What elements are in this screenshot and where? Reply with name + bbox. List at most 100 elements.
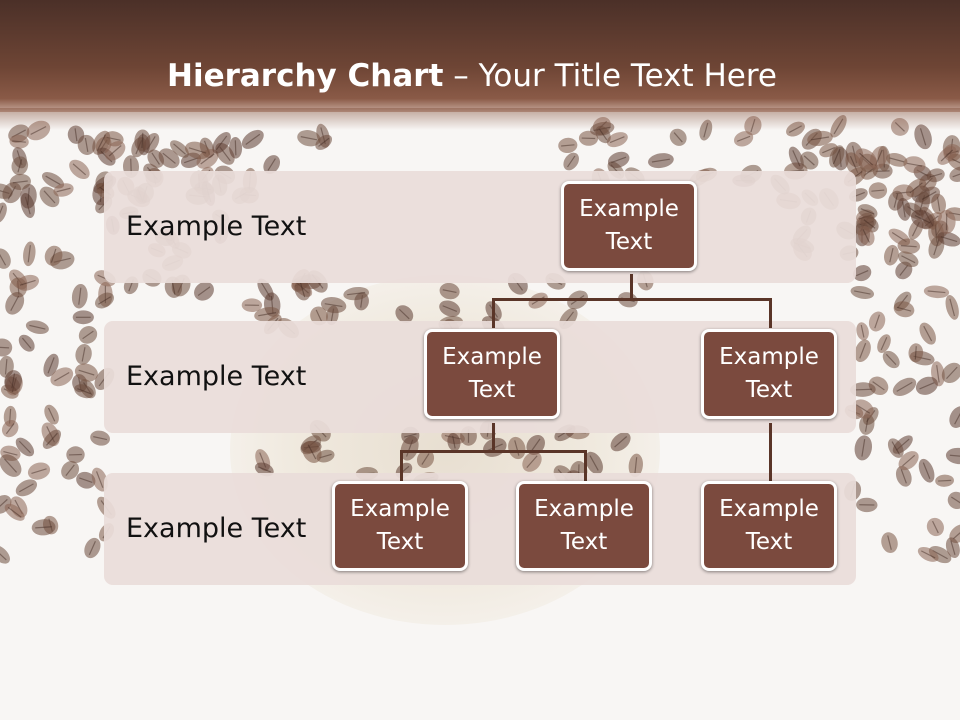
coffee-bean-crease — [929, 172, 943, 178]
coffee-bean-crease — [919, 382, 935, 390]
coffee-bean — [949, 524, 960, 544]
coffee-bean-crease — [889, 157, 905, 163]
coffee-bean-crease — [300, 136, 318, 141]
coffee-bean — [4, 503, 25, 521]
coffee-bean-crease — [307, 444, 317, 460]
coffee-bean-crease — [896, 306, 912, 312]
coffee-bean-crease — [932, 520, 939, 534]
coffee-bean-crease — [919, 128, 927, 146]
coffee-bean — [84, 537, 101, 559]
coffee-bean-crease — [936, 365, 940, 383]
coffee-bean — [15, 437, 35, 457]
coffee-bean-crease — [863, 219, 876, 229]
coffee-bean-crease — [634, 457, 638, 474]
coffee-bean-crease — [93, 436, 108, 441]
coffee-bean-crease — [398, 308, 410, 320]
coffee-bean-crease — [74, 128, 78, 142]
coffee-bean — [941, 362, 960, 384]
connector-to-level2-right — [769, 298, 772, 328]
coffee-bean — [856, 497, 878, 513]
coffee-bean — [949, 406, 960, 428]
coffee-bean — [71, 283, 88, 309]
coffee-bean-crease — [0, 498, 8, 510]
coffee-bean-crease — [920, 550, 936, 559]
coffee-bean-crease — [299, 282, 306, 298]
coffee-bean-crease — [861, 439, 866, 457]
coffee-bean-crease — [933, 239, 940, 256]
coffee-bean — [897, 251, 919, 268]
coffee-bean — [90, 430, 111, 446]
coffee-bean-crease — [200, 153, 215, 165]
connector-to-level3-left-b — [584, 450, 587, 481]
node-level3-right: Example Text — [701, 481, 837, 571]
coffee-bean-crease — [949, 298, 956, 317]
coffee-bean — [733, 131, 754, 147]
coffee-bean — [585, 451, 603, 475]
coffee-bean — [881, 532, 898, 553]
coffee-bean-crease — [864, 417, 869, 432]
coffee-bean-crease — [589, 455, 599, 471]
coffee-bean — [294, 279, 311, 301]
coffee-bean-crease — [0, 205, 4, 221]
node-root: Example Text — [561, 181, 697, 271]
coffee-bean-crease — [874, 314, 881, 329]
coffee-bean — [76, 471, 96, 489]
coffee-bean-crease — [21, 337, 32, 349]
coffee-bean-crease — [4, 359, 8, 375]
coffee-bean-crease — [319, 453, 332, 459]
coffee-bean — [595, 125, 611, 144]
coffee-bean-crease — [598, 128, 608, 141]
coffee-bean — [855, 148, 878, 170]
coffee-bean-crease — [921, 191, 937, 200]
coffee-bean-crease — [0, 346, 10, 349]
coffee-bean — [134, 129, 151, 152]
coffee-bean-crease — [98, 296, 111, 305]
coffee-bean — [69, 159, 90, 180]
coffee-bean-crease — [952, 528, 960, 540]
slide-title: Hierarchy Chart – Your Title Text Here — [0, 54, 944, 98]
coffee-bean-crease — [183, 157, 199, 164]
coffee-bean-crease — [245, 133, 261, 145]
coffee-bean — [94, 292, 115, 309]
coffee-bean — [854, 339, 871, 363]
coffee-bean — [31, 519, 56, 536]
coffee-bean-crease — [65, 464, 75, 477]
coffee-bean — [44, 404, 59, 425]
connector-to-level2-left — [492, 298, 495, 328]
coffee-bean-crease — [35, 526, 52, 529]
coffee-bean-crease — [45, 175, 61, 186]
coffee-bean — [72, 310, 94, 325]
coffee-bean — [669, 128, 687, 146]
coffee-bean-crease — [609, 136, 625, 144]
coffee-bean-crease — [891, 441, 901, 455]
connector-level2-right-down — [769, 423, 772, 481]
coffee-bean-crease — [860, 208, 875, 215]
coffee-bean-crease — [614, 436, 628, 448]
coffee-bean-crease — [54, 371, 70, 382]
title-bar-fade — [0, 108, 960, 130]
coffee-bean — [850, 382, 876, 397]
coffee-bean-crease — [893, 193, 899, 208]
coffee-bean — [254, 462, 274, 477]
coffee-bean-crease — [855, 270, 869, 277]
coffee-bean-crease — [10, 295, 20, 311]
slide-title-bold: Hierarchy Chart — [167, 58, 444, 94]
node-level3-left-a-text: Example Text — [350, 496, 450, 555]
coffee-bean — [877, 334, 891, 353]
coffee-bean-crease — [96, 134, 106, 152]
coffee-bean — [5, 291, 25, 315]
coffee-bean — [610, 432, 631, 452]
coffee-bean-crease — [561, 144, 575, 147]
coffee-bean — [926, 168, 945, 183]
coffee-bean — [11, 156, 29, 176]
coffee-bean-crease — [421, 453, 430, 465]
coffee-bean-crease — [318, 137, 330, 147]
coffee-bean — [104, 141, 126, 161]
node-level3-left-b-text: Example Text — [534, 496, 634, 555]
slide-title-rest: – Your Title Text Here — [443, 58, 777, 94]
coffee-bean — [937, 231, 960, 247]
coffee-bean-crease — [12, 140, 26, 143]
coffee-bean — [9, 173, 31, 190]
coffee-bean — [9, 134, 29, 149]
coffee-bean-crease — [56, 187, 71, 193]
